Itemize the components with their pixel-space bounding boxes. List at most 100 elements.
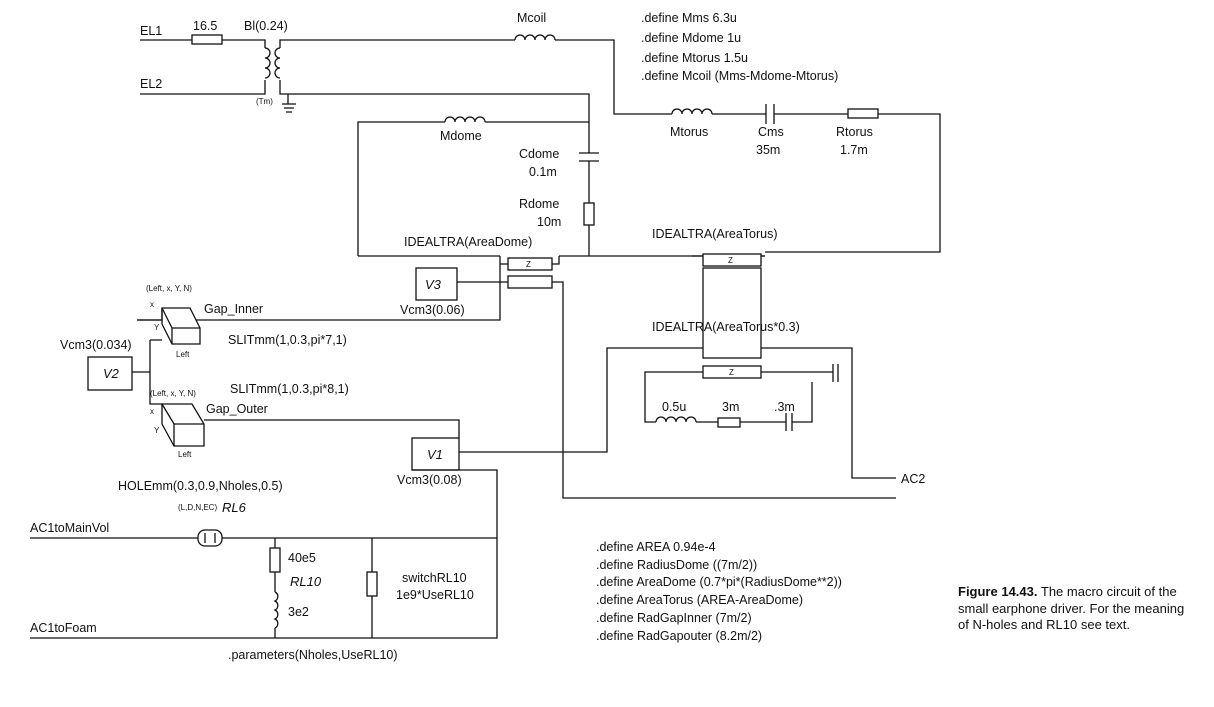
define-line: .define AREA 0.94e-4 [596,540,716,554]
ground-symbol [282,103,296,113]
slit-left: Left [178,450,192,459]
node-el2: EL2 [140,77,162,91]
node-ac1-main: AC1toMainVol [30,521,109,535]
l3e2-inductor [273,591,279,629]
r40e5-resistor [269,547,281,573]
rdome-label: Rdome [519,197,559,211]
slit1-label: SLITmm(1,0.3,pi*7,1) [228,333,347,347]
mcoil-inductor [514,34,556,41]
rl10-label: RL10 [290,574,322,589]
v2-label: Vcm3(0.034) [60,338,132,352]
rtorus-value: 1.7m [840,143,868,157]
resistor-16.5 [191,34,223,45]
torus-branch: Mtorus Cms 35m Rtorus 1.7m [670,104,941,253]
gap-outer-label: Gap_Outer [206,402,268,416]
node-ac2: AC2 [901,472,925,486]
slit-x: x [150,407,154,416]
hole-label: HOLEmm(0.3,0.9,Nholes,0.5) [118,479,283,493]
switch-label1: switchRL10 [402,571,467,585]
resistor-value: 16.5 [193,19,217,33]
cms-value: 35m [756,143,780,157]
idealtra-dome-label: IDEALTRA(AreaDome) [404,235,532,249]
mdome-inductor [444,116,486,123]
slit2-label: SLITmm(1,0.3,pi*8,1) [230,382,349,396]
define-line: .define RadGapouter (8.2m/2) [596,629,762,643]
hole-component [197,529,223,547]
small-resistor [717,417,741,428]
tm-label: (Tm) [256,97,273,106]
ground-cap [832,364,839,382]
node-el1: EL1 [140,24,162,38]
mdome-label: Mdome [440,129,482,143]
l3e2-value: 3e2 [288,605,309,619]
caption-label: Figure 14.43. [958,584,1038,599]
rtorus-resistor [847,108,879,119]
slit1-gap-inner [161,307,201,345]
rl6-label: RL6 [222,500,247,515]
cms-capacitor [765,104,775,124]
slit2-gap-outer [161,403,205,447]
small-capacitor [785,413,793,431]
v2-box [87,356,133,391]
slit-y: Y [154,323,160,332]
parameters-text: .parameters(Nholes,UseRL10) [228,648,398,662]
idealtra-dome: IDEALTRA(AreaDome) Z [137,235,896,499]
mtorus-inductor [671,108,713,115]
define-line: .define Mtorus 1.5u [641,51,748,65]
v2-name: V2 [103,366,120,381]
dome-branch: Mdome Cdome 0.1m Rdome 10m [292,93,765,257]
switch-label2: 1e9*UseRL10 [396,588,474,602]
mtorus-label: Mtorus [670,125,708,139]
idealtra-torus-label: IDEALTRA(AreaTorus) [652,227,778,241]
v3-box [415,267,458,301]
bl-label: Bl(0.24) [244,19,288,33]
v1-box [411,437,460,471]
slit1-pins: (Left, x, Y, N) [146,284,192,293]
cdome-label: Cdome [519,147,559,161]
gap-inner-label: Gap_Inner [204,302,263,316]
idealtra-torus-top [702,253,762,267]
slit-y: Y [154,426,160,435]
idealtra-torus: IDEALTRA(AreaTorus) Z IDEALTRA(AreaTorus… [459,227,896,479]
idealtra-torus03-label: IDEALTRA(AreaTorus*0.3) [652,320,800,334]
z-label: Z [728,256,733,265]
z-label: Z [729,368,734,377]
input-section: EL1 EL2 16.5 Bl(0.24) (Tm) Mcoil [140,11,672,115]
rdome-resistor [583,202,595,226]
small-r-value: 3m [722,400,739,414]
defines-top: .define Mms 6.3u .define Mdome 1u .defin… [641,11,838,83]
define-line: .define Mdome 1u [641,31,741,45]
define-line: .define RadGapInner (7m/2) [596,611,752,625]
slit-left: Left [176,350,190,359]
volumes: V3 Vcm3(0.06) V2 Vcm3(0.034) V1 Vcm3(0.0… [60,267,500,487]
switch-resistor [366,571,378,597]
idealtra-torus-body [702,267,762,359]
v1-name: V1 [427,447,443,462]
small-l-value: 0.5u [662,400,686,414]
define-line: .define RadiusDome ((7m/2)) [596,558,757,572]
idealtra-dome-bottom [507,275,553,289]
define-line: .define AreaTorus (AREA-AreaDome) [596,593,803,607]
slits: (Left, x, Y, N) x Y Left Gap_Inner SLITm… [137,284,460,459]
transformer-secondary [274,47,281,79]
mcoil-label: Mcoil [517,11,546,25]
cdome-capacitor [579,152,599,162]
v3-label: Vcm3(0.06) [400,303,465,317]
rdome-value: 10m [537,215,561,229]
defines-bottom: .define AREA 0.94e-4 .define RadiusDome … [596,540,842,643]
small-lrc-network: 0.5u 3m .3m [655,382,813,431]
define-line: .define AreaDome (0.7*pi*(RadiusDome**2)… [596,575,842,589]
cms-label: Cms [758,125,784,139]
slit2-pins: (Left, x, Y, N) [150,389,196,398]
hole-section: HOLEmm(0.3,0.9,Nholes,0.5) (L,D,N,EC) RL… [30,469,498,662]
transformer-primary [264,47,271,79]
define-line: .define Mcoil (Mms-Mdome-Mtorus) [641,69,838,83]
small-inductor [655,416,697,423]
slit-x: x [150,300,154,309]
node-ac1-foam: AC1toFoam [30,621,97,635]
hole-pins: (L,D,N,EC) [178,503,217,512]
define-line: .define Mms 6.3u [641,11,737,25]
z-label: Z [526,260,531,269]
v3-name: V3 [425,277,442,292]
